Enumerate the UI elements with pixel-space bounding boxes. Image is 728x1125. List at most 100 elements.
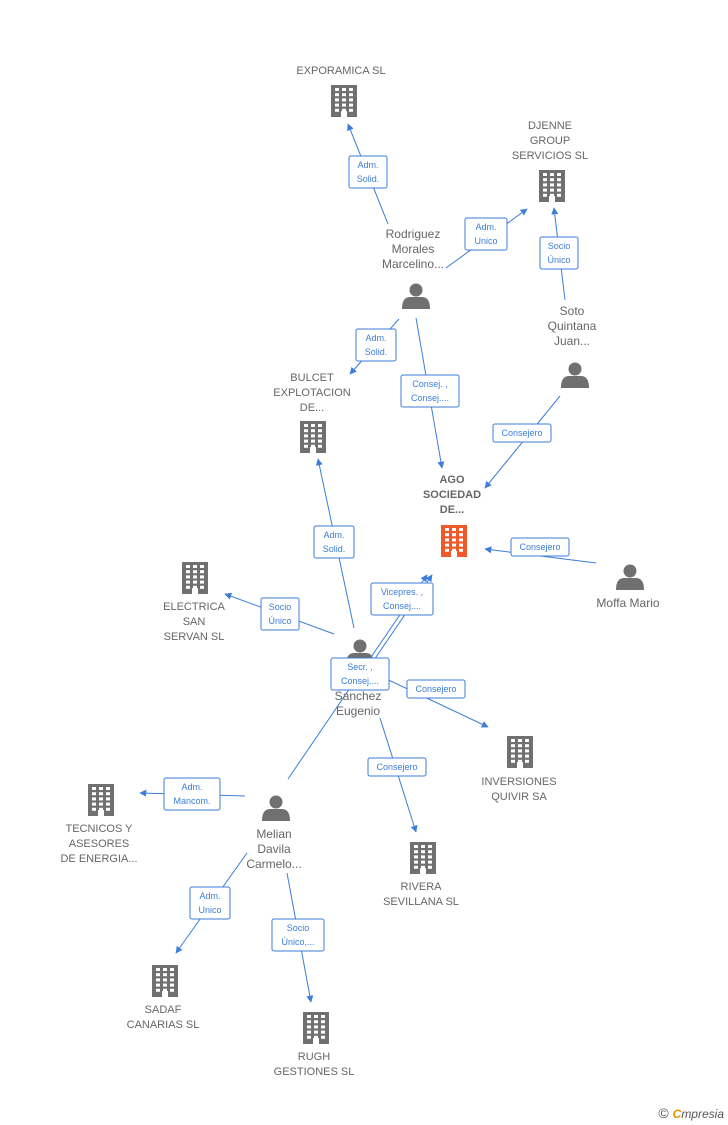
edge-label-text: Adm. [181, 782, 202, 792]
node-label-soto: Soto [560, 304, 585, 318]
node-label-rivera: RIVERA [401, 881, 443, 893]
edge-label-e10[interactable]: Vicepres. ,Consej.... [370, 582, 434, 616]
node-label-rugh: GESTIONES SL [274, 1066, 355, 1078]
edge-label-e6[interactable]: Consejero [492, 423, 552, 443]
edge-label-text: Adm. [475, 222, 496, 232]
node-label-melian: Carmelo... [246, 857, 301, 871]
node-label-rodriguez: Rodriguez [386, 227, 441, 241]
edge-label-e16[interactable]: SocioÚnico,... [271, 918, 325, 952]
node-label-bulcet: BULCET [290, 372, 334, 384]
edge-label-text: Vicepres. , [381, 587, 423, 597]
edge-label-e7[interactable]: Consejero [510, 537, 570, 557]
edge-label-e14[interactable]: Adm.Mancom. [163, 777, 221, 811]
node-label-rugh: RUGH [298, 1051, 330, 1063]
edge-label-e8[interactable]: Adm. Solid. [313, 525, 355, 559]
edge-label-text: Solid. [323, 544, 346, 554]
node-rodriguez[interactable]: RodriguezMoralesMarcelino... [382, 227, 444, 309]
edge-label-e13[interactable]: Consejero [367, 757, 427, 777]
node-soto[interactable]: SotoQuintanaJuan... [548, 304, 597, 388]
brand-name: mpresia [681, 1107, 724, 1121]
node-label-bulcet: DE... [300, 402, 324, 414]
edge-label-box [492, 423, 552, 443]
building-icon [441, 525, 467, 557]
node-ago[interactable]: AGOSOCIEDADDE... [423, 474, 481, 557]
edge-label-text: Consejero [376, 762, 417, 772]
edge-label-text: Adm. [199, 891, 220, 901]
person-icon [402, 283, 430, 309]
edge-label-text: Socio [548, 241, 571, 251]
brand-watermark: ©Cmpresia [658, 1105, 724, 1121]
node-label-sanchez: Sanchez [335, 689, 382, 703]
edge-label-e2[interactable]: Adm. Unico [464, 217, 508, 251]
building-icon [152, 965, 178, 997]
node-melian[interactable]: MelianDavilaCarmelo... [246, 795, 302, 872]
edge-label-text: Solid. [365, 347, 388, 357]
edge-label-text: Adm. [365, 333, 386, 343]
node-rivera[interactable]: RIVERA SEVILLANA SL [383, 842, 459, 908]
edge-label-e15[interactable]: Adm. Unico [189, 886, 231, 920]
edge-label-text: Unico [474, 236, 497, 246]
edge-label-box [370, 582, 434, 616]
node-label-melian: Melian [256, 827, 291, 841]
edge-label-e1[interactable]: Adm. Solid. [348, 155, 388, 189]
building-icon [182, 562, 208, 594]
edge-label-e5[interactable]: Consej. , Consej.... [400, 374, 460, 408]
building-icon [88, 784, 114, 816]
edge-label-text: Consejero [519, 542, 560, 552]
edge-label-text: Consej. , [412, 379, 448, 389]
edge-label-text: Socio [287, 923, 310, 933]
edge-label-text: Consej.... [341, 676, 379, 686]
brand-initial: C [672, 1107, 682, 1121]
copyright-symbol: © [658, 1105, 669, 1121]
edge-label-box [539, 236, 579, 270]
building-icon [539, 170, 565, 202]
node-label-sadaf: SADAF [145, 1004, 182, 1016]
edge-label-text: Solid. [357, 174, 380, 184]
edge-label-e11[interactable]: Secr. , Consej.... [330, 657, 390, 691]
node-label-electrica: SERVAN SL [164, 631, 225, 643]
edge-label-text: Consejero [501, 428, 542, 438]
node-label-electrica: SAN [183, 616, 206, 628]
node-label-tecnicos: DE ENERGIA... [60, 853, 137, 865]
edge-label-text: Secr. , [347, 662, 373, 672]
node-label-djenne: DJENNE [528, 120, 572, 132]
edge-label-text: Consejero [415, 684, 456, 694]
edge-label-text: Único,... [281, 937, 314, 947]
node-label-rodriguez: Morales [392, 242, 435, 256]
edge-label-e12[interactable]: Consejero [406, 679, 466, 699]
edge-label-text: Adm. [323, 530, 344, 540]
node-rugh[interactable]: RUGH GESTIONES SL [274, 1012, 355, 1078]
edge-label-text: Consej.... [411, 393, 449, 403]
edge-sanchez-to-inversiones [379, 675, 489, 728]
node-moffa[interactable]: Moffa Mario [596, 564, 660, 611]
node-label-bulcet: EXPLOTACION [273, 387, 350, 399]
edge-label-e4[interactable]: Adm. Solid. [355, 328, 397, 362]
edge-label-text: Unico [198, 905, 221, 915]
node-label-ago: DE... [440, 504, 464, 516]
edge-label-text: Adm. [357, 160, 378, 170]
node-label-melian: Davila [257, 842, 291, 856]
edge-label-box [348, 155, 388, 189]
edge-label-box [313, 525, 355, 559]
node-bulcet[interactable]: BULCET EXPLOTACION DE... [273, 372, 351, 453]
node-label-soto: Quintana [548, 319, 597, 333]
node-label-soto: Juan... [554, 334, 590, 348]
edge-label-box [330, 657, 390, 691]
building-icon [300, 421, 326, 453]
node-exporamica[interactable]: EXPORAMICA SL [296, 65, 386, 117]
node-label-sanchez: Eugenio [336, 704, 380, 718]
node-label-exporamica: EXPORAMICA SL [296, 65, 385, 77]
edge-label-box [355, 328, 397, 362]
person-icon [561, 362, 589, 388]
node-label-rivera: SEVILLANA SL [383, 896, 459, 908]
